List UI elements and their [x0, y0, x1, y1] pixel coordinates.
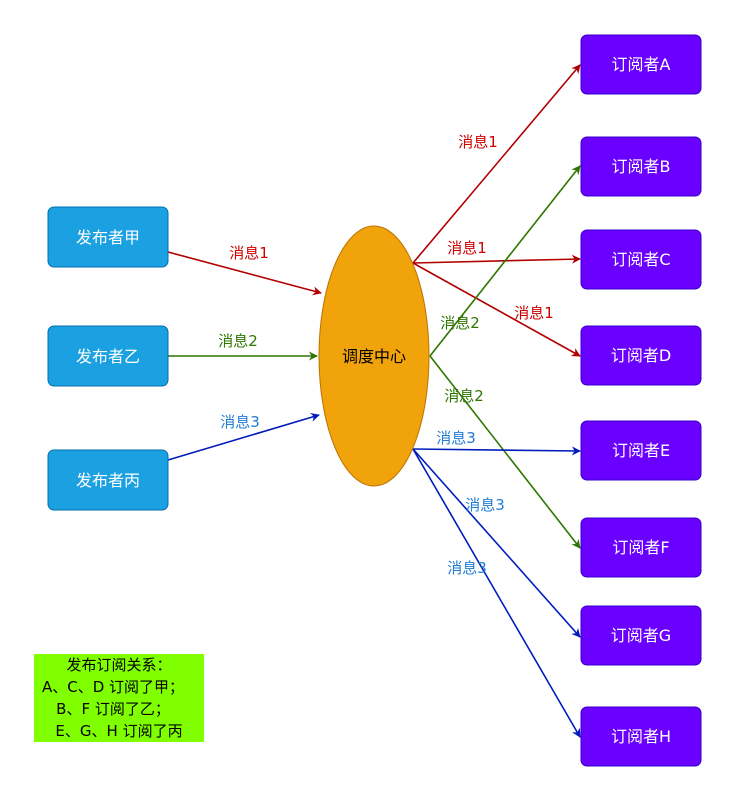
subscriber-f-label: 订阅者F [612, 538, 669, 557]
subscribers: 订阅者A 订阅者B 订阅者C 订阅者D 订阅者E 订阅者F 订阅者G 订阅者H [580, 34, 702, 767]
edge-hub-to-e [412, 446, 581, 456]
publisher-yi-label: 发布者乙 [76, 347, 140, 366]
subscriber-b[interactable]: 订阅者B [580, 136, 702, 197]
edge-label-to-e: 消息3 [436, 429, 476, 447]
edge-hub-to-d [412, 262, 581, 357]
subscriber-d[interactable]: 订阅者D [580, 325, 702, 386]
publisher-bing[interactable]: 发布者丙 [47, 449, 169, 511]
legend-line-1: A、C、D 订阅了甲； [42, 678, 184, 696]
legend-title: 发布订阅关系： [66, 656, 171, 674]
subscriber-g[interactable]: 订阅者G [580, 605, 702, 666]
legend-line-2: B、F 订阅了乙； [56, 700, 170, 718]
legend-line-3: E、G、H 订阅了丙 [55, 722, 182, 740]
edge-label-to-c: 消息1 [447, 239, 487, 257]
edge-label-to-g: 消息3 [465, 496, 505, 514]
hub-dispatch-center[interactable]: 调度中心 [318, 225, 430, 487]
subscriber-b-label: 订阅者B [612, 157, 671, 176]
edge-hub-to-c [412, 254, 581, 264]
edge-hub-to-a [412, 64, 581, 264]
subscriber-a-label: 订阅者A [612, 55, 671, 74]
edge-jia-to-hub [167, 251, 322, 296]
subscriber-h-label: 订阅者H [611, 727, 671, 746]
edge-label-yi: 消息2 [218, 332, 258, 350]
edge-label-to-a: 消息1 [458, 133, 498, 151]
edge-label-to-b: 消息2 [440, 314, 480, 332]
edge-hub-to-b [429, 165, 581, 357]
edge-bing-to-hub [167, 413, 320, 461]
publisher-bing-label: 发布者丙 [76, 471, 140, 490]
subscriber-a[interactable]: 订阅者A [580, 34, 702, 95]
subscriber-g-label: 订阅者G [611, 626, 671, 645]
publishers: 发布者甲 发布者乙 发布者丙 [47, 206, 169, 511]
subscriber-e-label: 订阅者E [612, 441, 670, 460]
edge-label-bing: 消息3 [220, 413, 260, 431]
edge-label-to-f: 消息2 [444, 387, 484, 405]
publisher-jia[interactable]: 发布者甲 [47, 206, 169, 268]
subscriber-c[interactable]: 订阅者C [580, 229, 702, 290]
legend-box: 发布订阅关系： A、C、D 订阅了甲； B、F 订阅了乙； E、G、H 订阅了丙 [34, 654, 204, 742]
edge-label-to-h: 消息3 [447, 559, 487, 577]
publisher-yi[interactable]: 发布者乙 [47, 325, 169, 387]
subscriber-f[interactable]: 订阅者F [580, 517, 702, 578]
edge-hub-to-h [412, 448, 581, 738]
edge-label-to-d: 消息1 [514, 304, 554, 322]
edge-labels: 消息1 消息2 消息3 消息1 消息1 消息1 消息2 消息2 消息3 消息3 … [218, 133, 554, 577]
subscriber-e[interactable]: 订阅者E [580, 420, 702, 481]
hub-label: 调度中心 [342, 347, 406, 366]
edge-hub-to-f [429, 355, 581, 549]
subscriber-h[interactable]: 订阅者H [580, 706, 702, 767]
publisher-jia-label: 发布者甲 [76, 228, 140, 247]
subscriber-c-label: 订阅者C [611, 250, 670, 269]
edge-label-jia: 消息1 [229, 244, 269, 262]
edges [167, 64, 581, 738]
subscriber-d-label: 订阅者D [611, 346, 671, 365]
edge-hub-to-g [412, 448, 581, 638]
